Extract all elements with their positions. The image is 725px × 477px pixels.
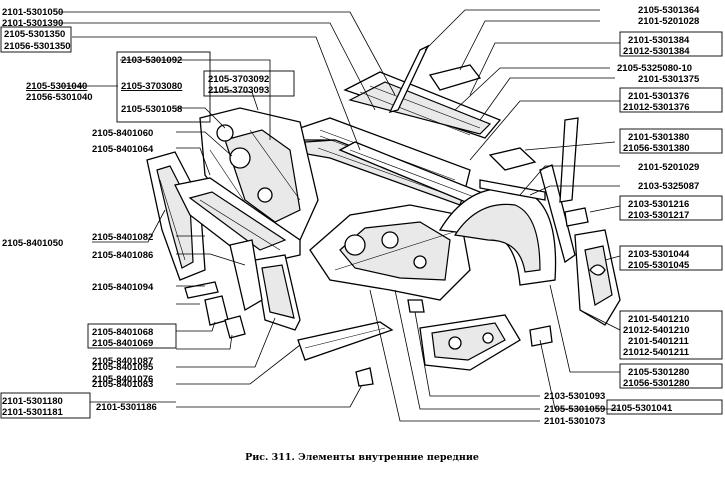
label-2101-5301375: 2101-5301375 [638, 74, 700, 85]
label-21056-5301040: 21056-5301040 [26, 92, 93, 103]
label-2101-5301186: 2101-5301186 [96, 402, 157, 413]
label-2103-5301044: 2103-5301044 [628, 249, 690, 260]
label-2105-5301045: 2105-5301045 [628, 260, 690, 271]
label-2105-3703080: 2105-3703080 [121, 81, 182, 92]
label-2105-8401050: 2105-8401050 [2, 238, 63, 249]
label-2101-5301376: 2101-5301376 [628, 91, 689, 102]
label-2105-5301280: 2105-5301280 [628, 367, 689, 378]
label-2103-5325087: 2103-5325087 [638, 181, 699, 192]
label-21012-5401210: 21012-5401210 [623, 325, 690, 336]
label-21056-5301280: 21056-5301280 [623, 378, 690, 389]
label-2105-5301041: 2105-5301041 [611, 403, 673, 414]
label-2105-3703093: 2105-3703093 [208, 85, 269, 96]
label-21056-5301350: 21056-5301350 [4, 41, 71, 52]
left-mid-labels: 2105-8401095 2105-8401083 [92, 362, 154, 390]
label-2105-3703092: 2105-3703092 [208, 74, 269, 85]
label-2105-5301040: 2105-5301040 [26, 81, 87, 92]
label-2101-5301390: 2101-5301390 [2, 18, 63, 29]
radiator-crossmember [174, 177, 301, 266]
front-pillar-strip [539, 117, 579, 264]
label-2105-8401083: 2105-8401083 [92, 379, 153, 390]
windshield-frame-panel [343, 71, 502, 139]
right-inner-fender [309, 204, 471, 301]
label-2101-5401211: 2101-5401211 [628, 336, 689, 347]
top-strut [388, 44, 482, 113]
label-2105-8401060: 2105-8401060 [92, 128, 153, 139]
leader-lines [60, 9, 621, 422]
label-2103-5301216: 2103-5301216 [628, 199, 689, 210]
label-2101-5401210: 2101-5401210 [628, 314, 689, 325]
label-2101-5201028: 2101-5201028 [638, 16, 699, 27]
label-2105-8401094: 2105-8401094 [92, 282, 154, 293]
label-21056-5301380: 21056-5301380 [623, 143, 690, 154]
bottom-floor-panel [419, 314, 521, 371]
label-2105-5301350: 2105-5301350 [4, 29, 65, 40]
label-2105-8401087: 2105-8401087 [92, 356, 153, 367]
label-2105-8401095: 2105-8401095 [92, 362, 154, 373]
label-2105-8401086: 2105-8401086 [92, 250, 153, 261]
label-2105-8401076: 2105-8401076 [92, 374, 153, 385]
label-2101-5301384: 2101-5301384 [628, 35, 690, 46]
label-2105-8401068: 2105-8401068 [92, 327, 153, 338]
label-2103-5301092: 2103-5301092 [121, 55, 182, 66]
label-2101-5301180: 2101-5301180 [2, 396, 63, 407]
label-2105-5301058: 2105-5301058 [121, 104, 182, 115]
label-2101-5301181: 2101-5301181 [2, 407, 63, 418]
label-2101-5201029: 2101-5201029 [638, 162, 699, 173]
label-2105-8401064: 2105-8401064 [92, 144, 154, 155]
label-2103-5301093: 2103-5301093 [544, 391, 605, 402]
right-part-labels: 2105-5301364 2101-5201028 2101-5301384 2… [544, 5, 700, 427]
figure-caption: Рис. 311. Элементы внутренние передние [245, 452, 479, 463]
label-2103-5301217: 2103-5301217 [628, 210, 689, 221]
side-trim-panel [574, 229, 621, 326]
left-part-labels: 2101-5301050 2101-5301390 2105-5301350 2… [2, 7, 269, 418]
label-2105-5301364: 2105-5301364 [638, 5, 700, 16]
bottom-sill-left [297, 321, 394, 361]
label-2105-8401082: 2105-8401082 [92, 232, 153, 243]
label-2101-5301050: 2101-5301050 [2, 7, 63, 18]
label-2101-5301380: 2101-5301380 [628, 132, 689, 143]
small-lower-parts [355, 299, 553, 387]
small-brackets-left [184, 281, 246, 339]
label-group-brackets [0, 26, 723, 419]
small-side-pieces [479, 147, 589, 227]
radiator-frame-right [229, 239, 301, 331]
label-2105-8401069: 2105-8401069 [92, 338, 153, 349]
right-wheel-arch [438, 187, 557, 286]
label-21012-5301384: 21012-5301384 [623, 46, 690, 57]
label-21012-5301376: 21012-5301376 [623, 102, 690, 113]
label-2105-5325080-10: 2105-5325080-10 [617, 63, 692, 74]
label-2101-5301073: 2101-5301073 [544, 416, 605, 427]
label-2105-5301059: 2105-5301059 [544, 404, 605, 415]
label-21012-5401211: 21012-5401211 [623, 347, 690, 358]
